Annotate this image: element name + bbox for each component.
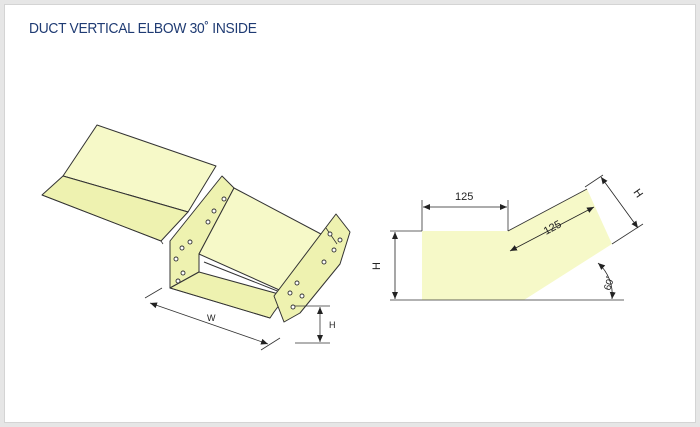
- dim-slope-height: [600, 176, 639, 229]
- angle-arc: [597, 262, 616, 300]
- profile-height: H: [371, 262, 383, 270]
- profile-slope-height: H: [631, 187, 645, 200]
- isometric-view: [41, 124, 351, 351]
- width-dimension: [144, 287, 281, 351]
- profile-view: [390, 174, 644, 301]
- profile-top-length: 125: [455, 191, 473, 203]
- profile-shape: [422, 189, 612, 300]
- bolt-holes: [173, 196, 343, 310]
- height-dimension: [295, 305, 330, 344]
- dim-slope-length: [509, 206, 595, 252]
- profile-angle: 60˚: [601, 274, 617, 291]
- height-label: H: [329, 320, 336, 330]
- right-fish-plate: [273, 213, 351, 323]
- drawing-title: DUCT VERTICAL ELBOW 30˚ INSIDE: [29, 20, 257, 37]
- width-label: W: [207, 313, 216, 323]
- lower-base-crease: [203, 261, 291, 297]
